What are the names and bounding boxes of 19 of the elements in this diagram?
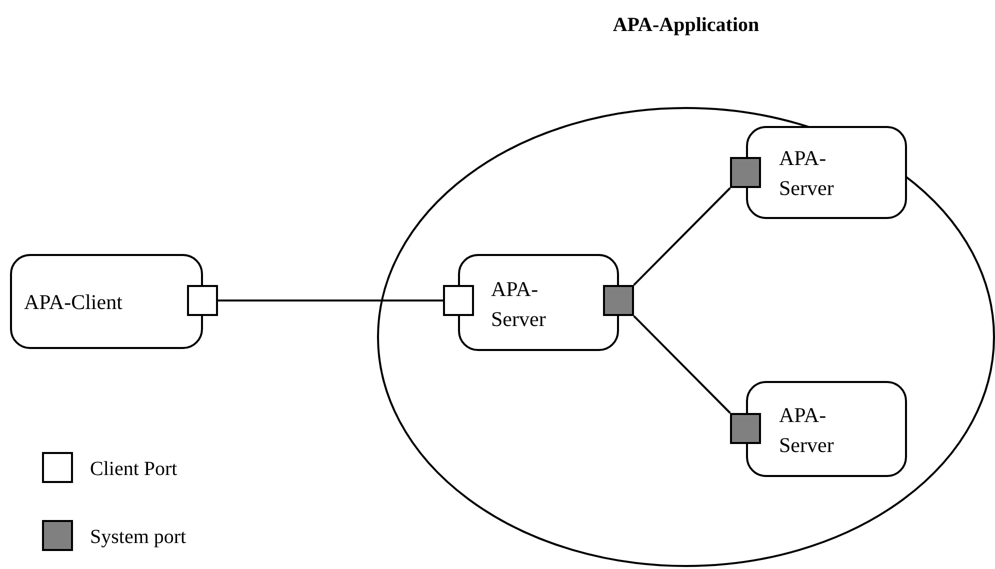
- component-box: [746, 126, 907, 219]
- connector-line: [633, 315, 731, 414]
- component-label: APA-Client: [24, 289, 124, 316]
- component-box: [458, 254, 619, 351]
- port-square: [730, 157, 761, 188]
- legend-label: System port: [90, 525, 186, 550]
- connector-line: [218, 300, 443, 302]
- port-square: [187, 285, 218, 316]
- port-square: [603, 285, 634, 316]
- legend-label: Client Port: [90, 457, 178, 482]
- component-label: APA-Server: [491, 276, 547, 333]
- port-square: [730, 413, 761, 444]
- component-label: APA-Server: [779, 145, 835, 202]
- connector-line: [633, 187, 731, 286]
- component-label: APA-Server: [779, 402, 835, 459]
- component-box: [746, 381, 907, 477]
- component-box: [10, 254, 203, 349]
- ellipse-heading: APA-Application: [612, 13, 760, 38]
- port-square: [443, 285, 474, 316]
